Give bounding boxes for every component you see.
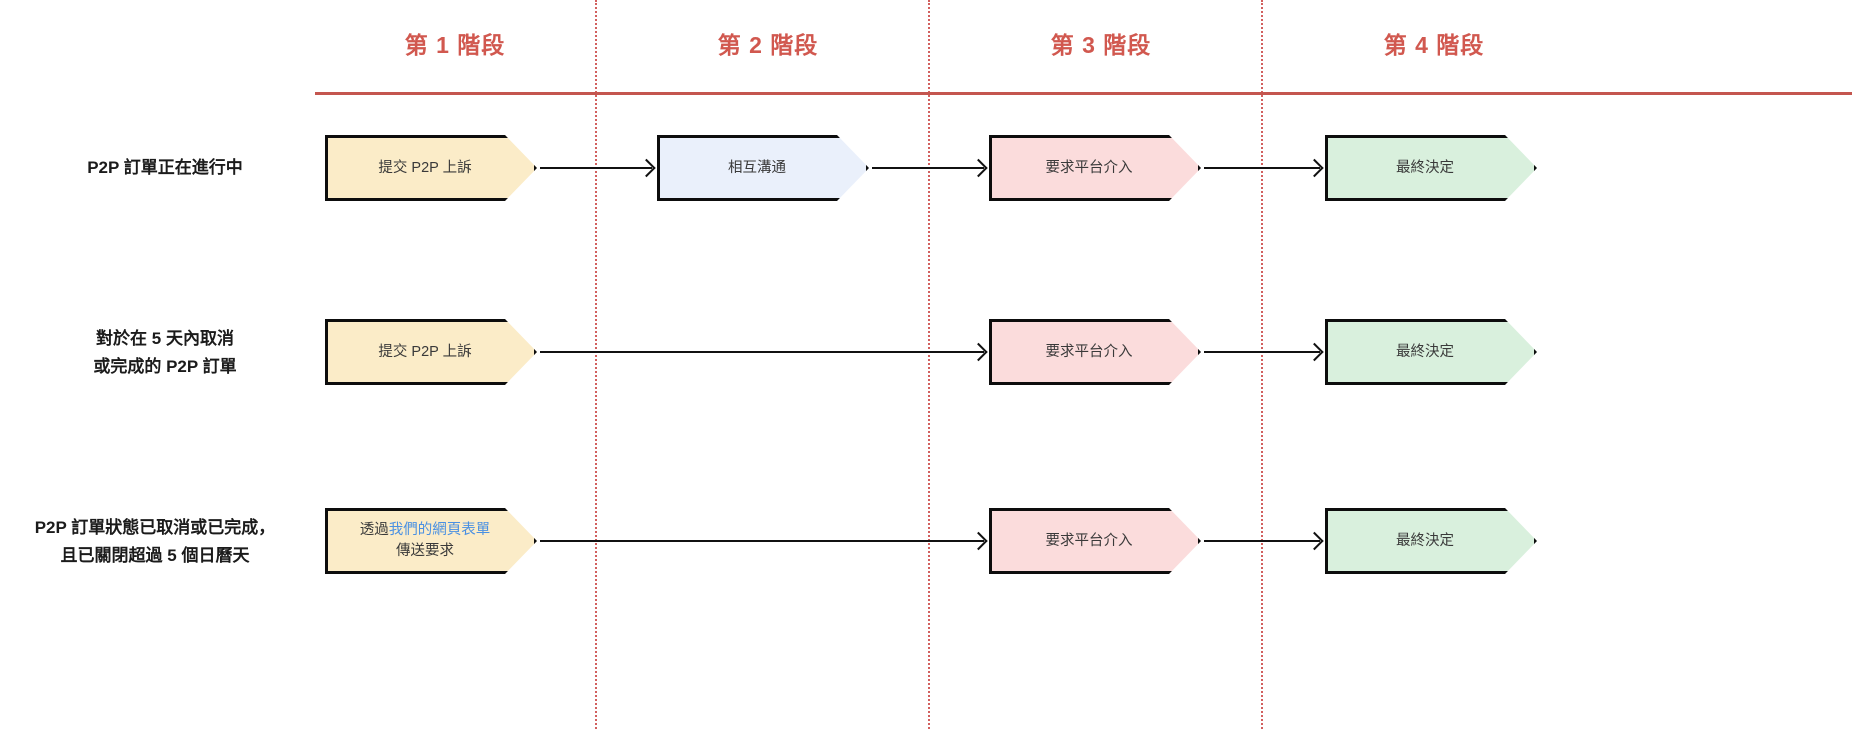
node-label-suffix: 傳送要求 [396, 543, 454, 559]
connector-r1-1 [540, 167, 652, 169]
row-label-3: P2P 訂單狀態已取消或已完成， 且已關閉超過 5 個日曆天 [34, 518, 276, 565]
connector-r1-3 [1204, 167, 1320, 169]
node-label: 提交 P2P 上訴 [378, 343, 472, 360]
connector-r3-2 [1204, 540, 1320, 542]
stage-header-1: 第 1 階段 [404, 32, 506, 58]
stage-divider-3 [1261, 0, 1263, 729]
connector-r3-1 [540, 540, 984, 542]
node-r3-request-platform[interactable]: 要求平台介入 [989, 508, 1201, 574]
stage-header-2: 第 2 階段 [717, 32, 819, 58]
node-label: 提交 P2P 上訴 [378, 159, 472, 176]
stage-header-3: 第 3 階段 [1050, 32, 1152, 58]
node-label: 最終決定 [1396, 343, 1454, 360]
node-label: 最終決定 [1396, 159, 1454, 176]
stage-header-4: 第 4 階段 [1383, 32, 1485, 58]
connector-r1-2 [872, 167, 984, 169]
node-label: 要求平台介入 [1045, 532, 1133, 549]
node-label: 最終決定 [1396, 532, 1454, 549]
node-label: 要求平台介入 [1045, 343, 1133, 360]
node-r1-request-platform[interactable]: 要求平台介入 [989, 135, 1201, 201]
stage-divider-1 [595, 0, 597, 729]
node-r1-mutual-communication[interactable]: 相互溝通 [657, 135, 869, 201]
stage-divider-2 [928, 0, 930, 729]
node-r3-final-decision[interactable]: 最終決定 [1325, 508, 1537, 574]
node-label-composite: 透過我們的網頁表單傳送要求 [360, 520, 491, 562]
node-r1-submit-appeal[interactable]: 提交 P2P 上訴 [325, 135, 537, 201]
node-r2-submit-appeal[interactable]: 提交 P2P 上訴 [325, 319, 537, 385]
header-rule [315, 92, 1852, 95]
web-form-link[interactable]: 我們的網頁表單 [388, 522, 491, 538]
node-r3-web-form-request[interactable]: 透過我們的網頁表單傳送要求 [325, 508, 537, 574]
node-label: 要求平台介入 [1045, 159, 1133, 176]
connector-r2-2 [1204, 351, 1320, 353]
row-label-1: P2P 訂單正在進行中 [87, 158, 243, 177]
node-r2-final-decision[interactable]: 最終決定 [1325, 319, 1537, 385]
row-label-2: 對於在 5 天內取消 或完成的 P2P 訂單 [93, 329, 237, 376]
node-r1-final-decision[interactable]: 最終決定 [1325, 135, 1537, 201]
connector-r2-1 [540, 351, 984, 353]
node-label: 相互溝通 [728, 159, 786, 176]
node-label-prefix: 透過 [359, 522, 389, 538]
node-r2-request-platform[interactable]: 要求平台介入 [989, 319, 1201, 385]
